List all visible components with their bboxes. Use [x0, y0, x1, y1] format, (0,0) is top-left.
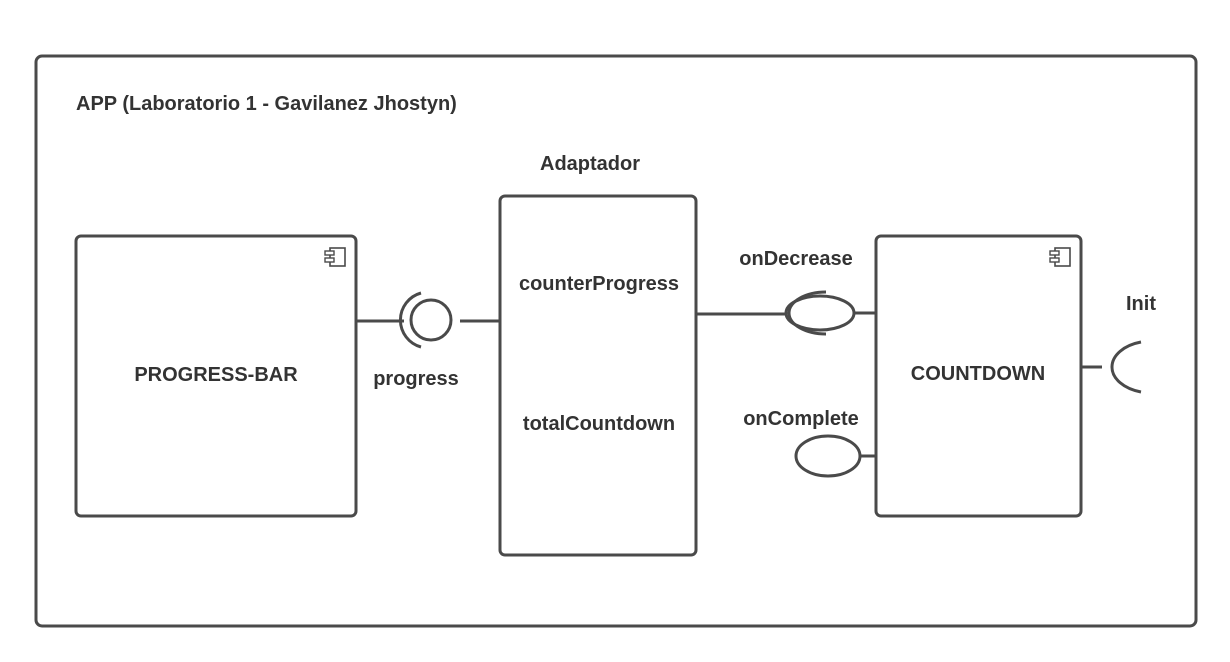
countdown-label: COUNTDOWN [911, 363, 1045, 385]
on-decrease-label: onDecrease [739, 248, 852, 270]
progress-bar-label: PROGRESS-BAR [134, 364, 298, 386]
adaptador-component[interactable]: Adaptador counterProgress totalCountdown [498, 153, 698, 557]
adaptador-item-total-countdown: totalCountdown [523, 413, 675, 435]
init-interface: Init [1081, 293, 1156, 394]
progress-bar-component[interactable]: PROGRESS-BAR [74, 234, 358, 518]
on-complete-label: onComplete [743, 408, 859, 430]
on-decrease-interface: onDecrease [696, 248, 876, 336]
adaptador-item-counter-progress: counterProgress [519, 273, 679, 295]
progress-interface: progress [356, 291, 500, 390]
adaptador-title: Adaptador [540, 153, 640, 175]
component-icon [1049, 247, 1071, 267]
countdown-component[interactable]: COUNTDOWN [874, 234, 1083, 518]
progress-label: progress [373, 368, 459, 390]
on-complete-interface: onComplete [743, 408, 876, 478]
init-label: Init [1126, 293, 1156, 315]
app-title: APP (Laboratorio 1 - Gavilanez Jhostyn) [76, 93, 457, 115]
component-icon [324, 247, 346, 267]
